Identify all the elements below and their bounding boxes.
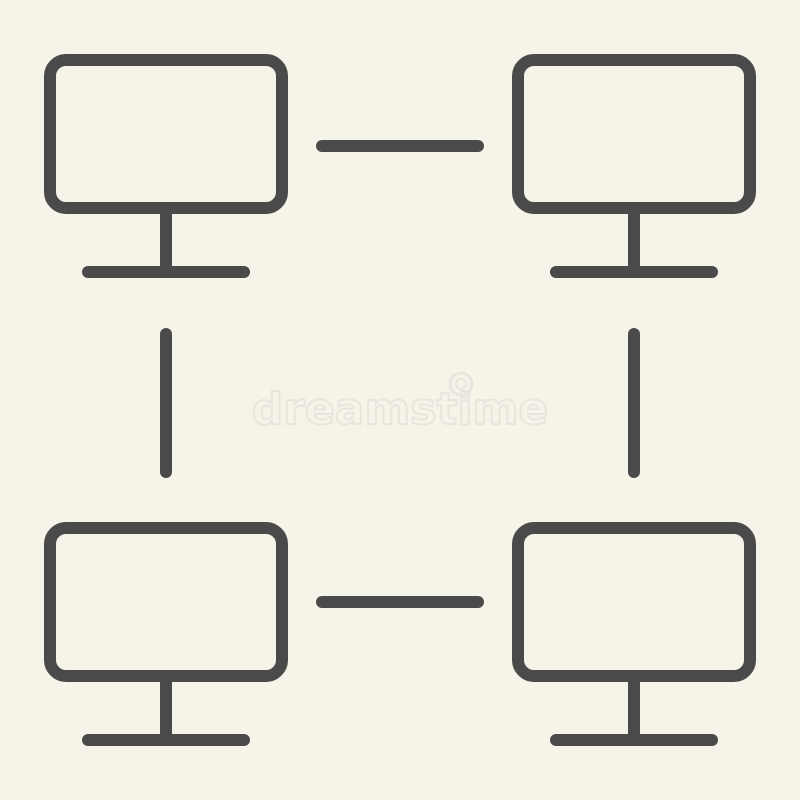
monitor-screen (512, 522, 756, 682)
watermark-text: dreamstime (252, 384, 549, 435)
monitor-screen (44, 54, 288, 214)
monitor-screen (44, 522, 288, 682)
monitor-bottom-right-icon (512, 522, 756, 746)
monitor-bottom-left-icon (44, 522, 288, 746)
watermark-logo-icon (448, 371, 474, 397)
monitor-top-left-icon (44, 54, 288, 278)
monitor-top-right-icon (512, 54, 756, 278)
monitor-screen (512, 54, 756, 214)
watermark: dreamstime (251, 371, 549, 436)
